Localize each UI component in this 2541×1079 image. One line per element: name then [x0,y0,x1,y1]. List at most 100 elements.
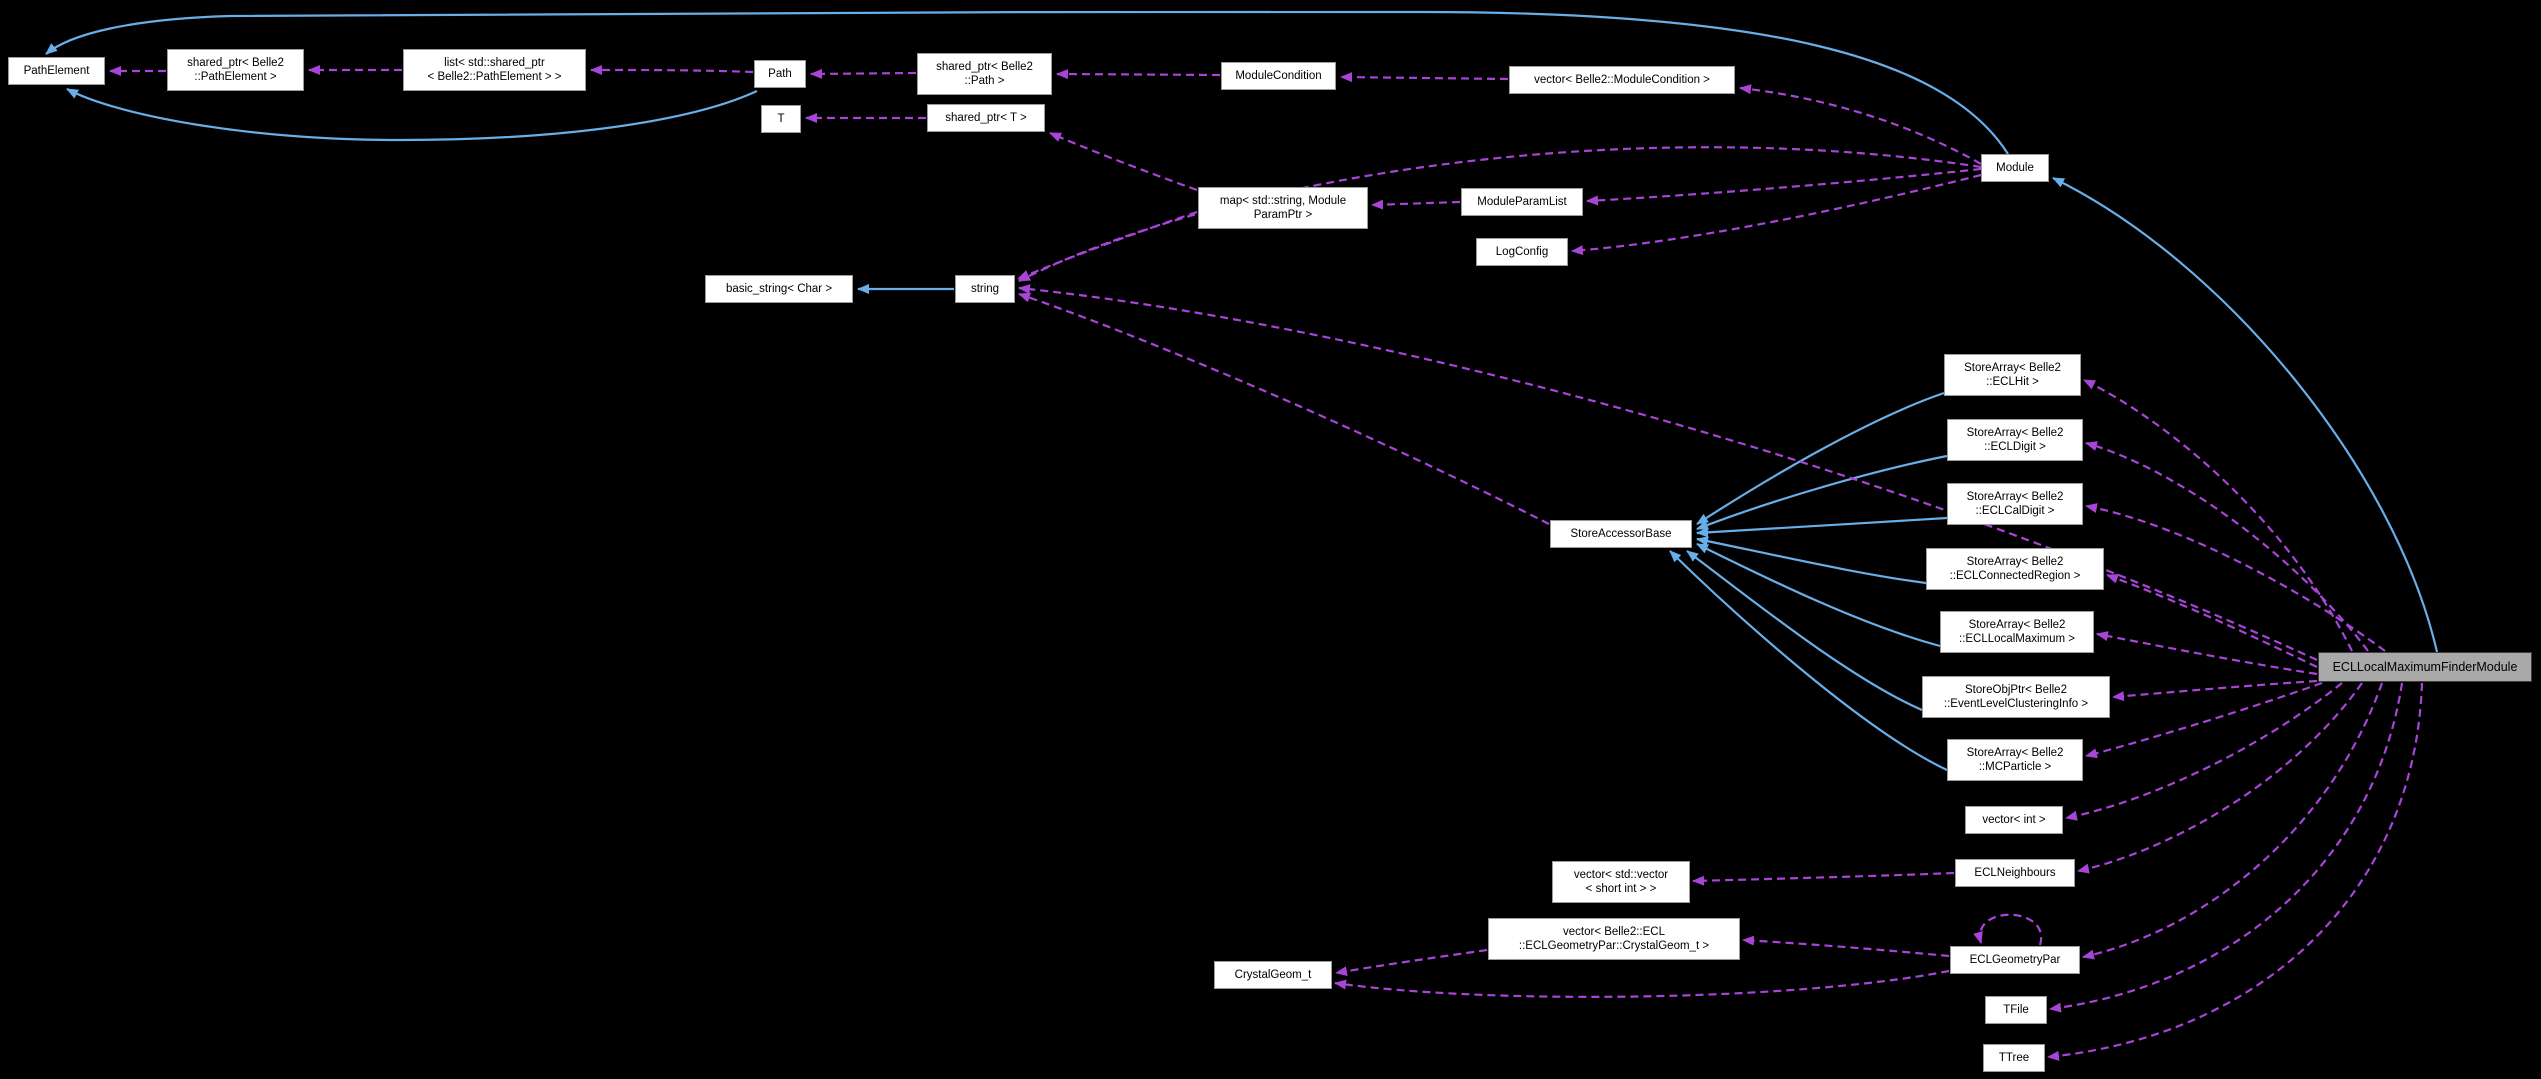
node-label-line: PathElement [23,65,90,77]
node-label-line: ::ECLGeometryPar::CrystalGeom_t > [1518,940,1710,952]
node-label-line: T [777,113,785,125]
node-label-line: ECLLocalMaximumFinderModule [2332,660,2518,674]
node-label-line: CrystalGeom_t [1234,969,1312,981]
node-logconfig[interactable]: LogConfig [1476,238,1568,266]
edge-eclneighbours-to-vec-vec-shortint [1692,871,1955,886]
node-path[interactable]: Path [754,60,806,88]
node-string[interactable]: string [955,275,1015,303]
node-label-line: ::ECLHit > [1986,376,2039,388]
edge-ecllocalmaximumfindermodule-to-sa-mcparticle [2085,681,2323,759]
node-label-line: shared_ptr< Belle2 [187,57,284,69]
edge-module-to-string [1018,146,1982,282]
node-crystalgeom[interactable]: CrystalGeom_t [1214,961,1332,989]
edge-ecllocalmaximumfindermodule-to-module [2052,177,2439,653]
edge-sa-ecllocalmaximum-to-storeaccessorbase [1696,543,1941,648]
node-label-line: StoreObjPtr< Belle2 [1965,684,2067,696]
node-sa-eclhit[interactable]: StoreArray< Belle2::ECLHit > [1944,354,2081,396]
node-storeaccessorbase[interactable]: StoreAccessorBase [1550,520,1692,548]
edge-module-to-logconfig [1571,173,1982,256]
node-label-line: ::ECLDigit > [1984,441,2046,453]
node-sa-mcparticle[interactable]: StoreArray< Belle2::MCParticle > [1947,739,2083,781]
edge-map-moduleparamptr-to-string [1017,210,1198,281]
node-label-line: vector< std::vector [1573,869,1669,881]
node-label-line: LogConfig [1495,246,1549,258]
node-vec-crystalgeom[interactable]: vector< Belle2::ECL::ECLGeometryPar::Cry… [1488,918,1740,960]
node-label-line: StoreArray< Belle2 [1964,362,2061,374]
node-list-sp-pathelement[interactable]: list< std::shared_ptr< Belle2::PathEleme… [403,49,586,91]
edge-eclgeometrypar-to-vec-crystalgeom [1742,935,1950,958]
node-label-line: list< std::shared_ptr [444,57,545,69]
edge-sp-path-to-path [810,68,917,79]
edge-storeaccessorbase-to-string [1018,292,1550,525]
node-label-line: ModuleParamList [1477,196,1567,208]
edge-map-moduleparamptr-to-sp-t [1049,131,1198,192]
node-label-line: ParamPtr > [1253,209,1313,221]
node-label-line: ::ECLCalDigit > [1975,505,2055,517]
node-label-line: TTree [1998,1052,2030,1064]
node-label-line: < Belle2::PathElement > > [427,71,562,83]
node-label-line: StoreArray< Belle2 [1968,619,2066,631]
node-label-line: StoreArray< Belle2 [1966,427,2064,439]
edge-ecllocalmaximumfindermodule-to-eclneighbours [2077,682,2363,874]
node-vec-vec-shortint[interactable]: vector< std::vector< short int > > [1552,861,1690,903]
node-sa-eclcaldigit[interactable]: StoreArray< Belle2::ECLCalDigit > [1947,483,2083,525]
edge-ecllocalmaximumfindermodule-to-sa-eclconnectedregion [2106,573,2318,668]
node-label-line: ::PathElement > [194,71,277,83]
edge-sa-eclhit-to-storeaccessorbase [1696,391,1945,525]
node-sp-pathelement[interactable]: shared_ptr< Belle2::PathElement > [167,49,304,91]
node-label-line: ::EventLevelClusteringInfo > [1943,698,2089,710]
node-sa-eclconnectedregion[interactable]: StoreArray< Belle2::ECLConnectedRegion > [1926,548,2104,590]
node-label-line: shared_ptr< T > [945,112,1027,124]
node-label-line: ::ECLConnectedRegion > [1949,570,2081,582]
edge-ecllocalmaximumfindermodule-to-sa-eclcaldigit [2085,503,2386,652]
node-label-line: shared_ptr< Belle2 [936,61,1033,73]
edge-ecllocalmaximumfindermodule-to-vec-int [2065,682,2343,821]
edge-sa-ecldigit-to-storeaccessorbase [1696,454,1948,531]
node-vec-modulecondition[interactable]: vector< Belle2::ModuleCondition > [1509,66,1735,94]
edge-vec-modulecondition-to-modulecondition [1340,72,1509,83]
edge-module-to-pathelement [45,10,2009,155]
node-modulecondition[interactable]: ModuleCondition [1221,62,1336,90]
edge-ecllocalmaximumfindermodule-to-sa-ecldigit [2085,441,2369,652]
node-tfile[interactable]: TFile [1985,996,2047,1024]
node-module[interactable]: Module [1981,154,2049,182]
node-label-line: vector< Belle2::ModuleCondition > [1534,74,1710,86]
edge-ecllocalmaximumfindermodule-to-tfile [2049,682,2404,1013]
node-t[interactable]: T [761,105,801,133]
node-vec-int[interactable]: vector< int > [1965,806,2063,834]
node-label-line: ECLGeometryPar [1969,954,2061,966]
edge-sa-eclconnectedregion-to-storeaccessorbase [1696,536,1927,585]
node-moduleparamlist[interactable]: ModuleParamList [1461,188,1583,216]
node-label-line: ::MCParticle > [1978,761,2052,773]
node-label-line: string [970,283,1000,295]
edge-sop-eventlevelclusteringinfo-to-storeaccessorbase [1686,550,1923,712]
node-eclneighbours[interactable]: ECLNeighbours [1955,859,2075,887]
node-label-line: Path [768,68,792,80]
edge-vec-crystalgeom-to-crystalgeom [1335,948,1488,977]
node-sa-ecllocalmaximum[interactable]: StoreArray< Belle2::ECLLocalMaximum > [1940,611,2094,653]
node-sp-path[interactable]: shared_ptr< Belle2::Path > [917,53,1052,95]
edge-eclgeometrypar-to-crystalgeom [1334,969,1950,998]
node-sa-ecldigit[interactable]: StoreArray< Belle2::ECLDigit > [1947,419,2083,461]
node-ecllocalmaximumfindermodule[interactable]: ECLLocalMaximumFinderModule [2318,652,2532,682]
node-eclgeometrypar[interactable]: ECLGeometryPar [1950,946,2080,974]
node-label-line: StoreAccessorBase [1570,528,1672,540]
edge-path-to-pathelement [66,88,758,142]
node-label-line: TFile [2003,1004,2029,1016]
node-sop-eventlevelclusteringinfo[interactable]: StoreObjPtr< Belle2::EventLevelClusterin… [1922,676,2110,718]
edge-ecllocalmaximumfindermodule-to-sa-ecllocalmaximum [2096,631,2318,676]
node-pathelement[interactable]: PathElement [8,57,105,85]
node-label-line: StoreArray< Belle2 [1966,491,2064,503]
node-basic-string[interactable]: basic_string< Char > [705,275,853,303]
node-label-line: StoreArray< Belle2 [1966,747,2064,759]
node-ttree[interactable]: TTree [1983,1044,2045,1072]
edge-sa-mcparticle-to-storeaccessorbase [1669,550,1948,771]
node-label-line: vector< int > [1982,814,2046,826]
edge-sa-eclcaldigit-to-storeaccessorbase [1696,516,1948,538]
node-label-line: ECLNeighbours [1974,867,2056,879]
node-label-line: ::Path > [964,75,1005,87]
node-sp-t[interactable]: shared_ptr< T > [927,104,1045,132]
node-label-line: < short int > > [1585,883,1657,895]
node-label-line: StoreArray< Belle2 [1966,556,2064,568]
